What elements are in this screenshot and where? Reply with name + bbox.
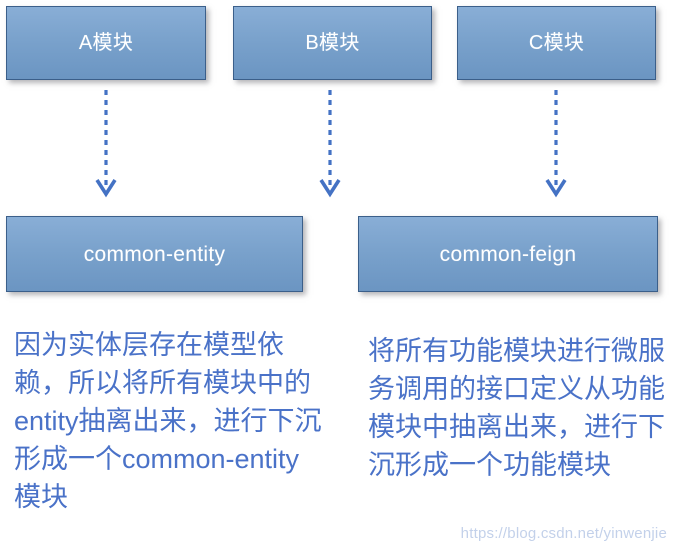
module-box-common-entity-label: common-entity [83, 242, 226, 266]
description-common-entity: 因为实体层存在模型依赖，所以将所有模块中的entity抽离出来，进行下沉形成一个… [14, 330, 322, 512]
module-box-common-entity[interactable]: common-entity [6, 216, 303, 292]
watermark: https://blog.csdn.net/yinwenjie [460, 525, 667, 542]
module-box-a[interactable]: A模块 [6, 6, 206, 80]
description-common-feign: 将所有功能模块进行微服务调用的接口定义从功能模块中抽离出来，进行下沉形成一个功能… [368, 336, 665, 480]
module-box-common-feign-label: common-feign [439, 242, 577, 266]
module-box-common-feign[interactable]: common-feign [358, 216, 658, 292]
dashed-down-arrow-icon-b [319, 90, 341, 198]
dashed-down-arrow-icon-a [95, 90, 117, 198]
dashed-down-arrow-icon-c [545, 90, 567, 198]
module-box-c[interactable]: C模块 [457, 6, 656, 80]
module-box-b[interactable]: B模块 [233, 6, 432, 80]
module-box-a-label: A模块 [78, 32, 134, 54]
module-box-b-label: B模块 [305, 32, 360, 54]
module-box-c-label: C模块 [528, 32, 585, 54]
